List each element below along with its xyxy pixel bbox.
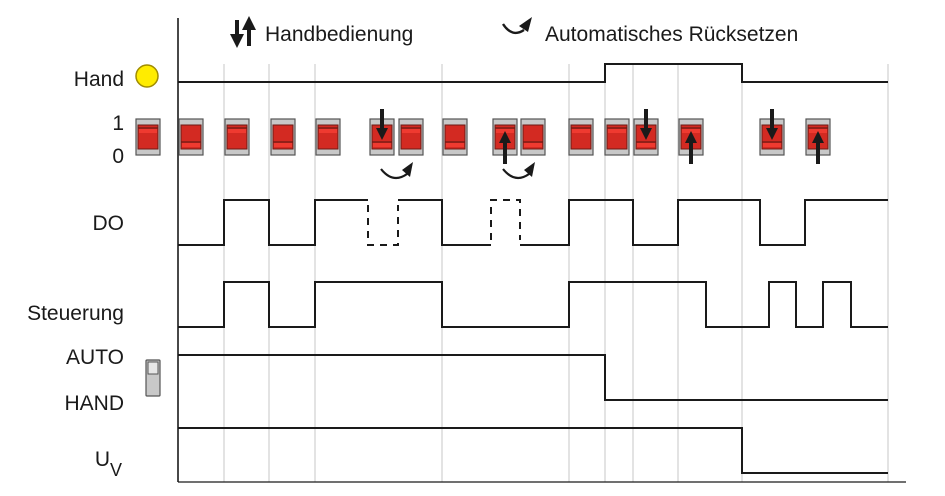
signal-uv — [178, 427, 888, 474]
switch-off — [270, 118, 296, 156]
row-label-0: 0 — [112, 145, 124, 168]
down-arrow-icon — [376, 109, 388, 140]
curved-arrow-icon — [501, 17, 532, 35]
signals — [178, 63, 888, 474]
switch-off — [520, 118, 546, 156]
led-indicator-icon — [135, 64, 159, 88]
row-label-uv-subscript: V — [110, 460, 122, 480]
row-label-1: 1 — [112, 112, 124, 135]
signal-do-segment — [398, 199, 491, 246]
up-arrow-icon — [812, 131, 824, 164]
switch-on — [315, 118, 341, 156]
curved-arrow-icon — [380, 162, 413, 180]
switch-on — [568, 118, 594, 156]
legend-manual: Handbedienung — [230, 16, 413, 48]
signal-do-dashed-pulse — [490, 199, 521, 240]
row-label-steuerung: Steuerung — [27, 302, 124, 325]
switch-on — [135, 118, 161, 156]
up-arrow-icon — [499, 131, 511, 164]
row-label-hand-mode: HAND — [64, 392, 124, 415]
signal-do-dashed-dip — [367, 205, 399, 246]
signal-do-tail — [520, 199, 888, 246]
switch-on — [398, 118, 424, 156]
down-arrow-icon — [766, 109, 778, 140]
down-arrow-icon — [640, 109, 652, 140]
signal-hand — [178, 63, 888, 83]
signal-auto-hand — [178, 354, 888, 401]
signal-steuerung — [178, 281, 888, 328]
switch-on — [604, 118, 630, 156]
curved-arrow-icon — [502, 162, 535, 180]
switch-row — [135, 109, 831, 180]
row-label-auto: AUTO — [66, 346, 124, 369]
row-label-do: DO — [93, 212, 125, 235]
row-label-uv: U — [95, 448, 110, 471]
up-down-arrows-icon — [230, 16, 256, 48]
legend-auto-reset-label: Automatisches Rücksetzen — [545, 23, 798, 46]
up-arrow-icon — [685, 131, 697, 164]
legend-manual-label: Handbedienung — [265, 23, 413, 46]
switch-off — [178, 118, 204, 156]
signal-do — [178, 199, 368, 246]
switch-on — [224, 118, 250, 156]
row-label-hand: Hand — [74, 68, 124, 91]
slide-switch-icon — [145, 359, 161, 397]
legend-auto-reset: Automatisches Rücksetzen — [501, 17, 798, 46]
switch-off — [442, 118, 468, 156]
